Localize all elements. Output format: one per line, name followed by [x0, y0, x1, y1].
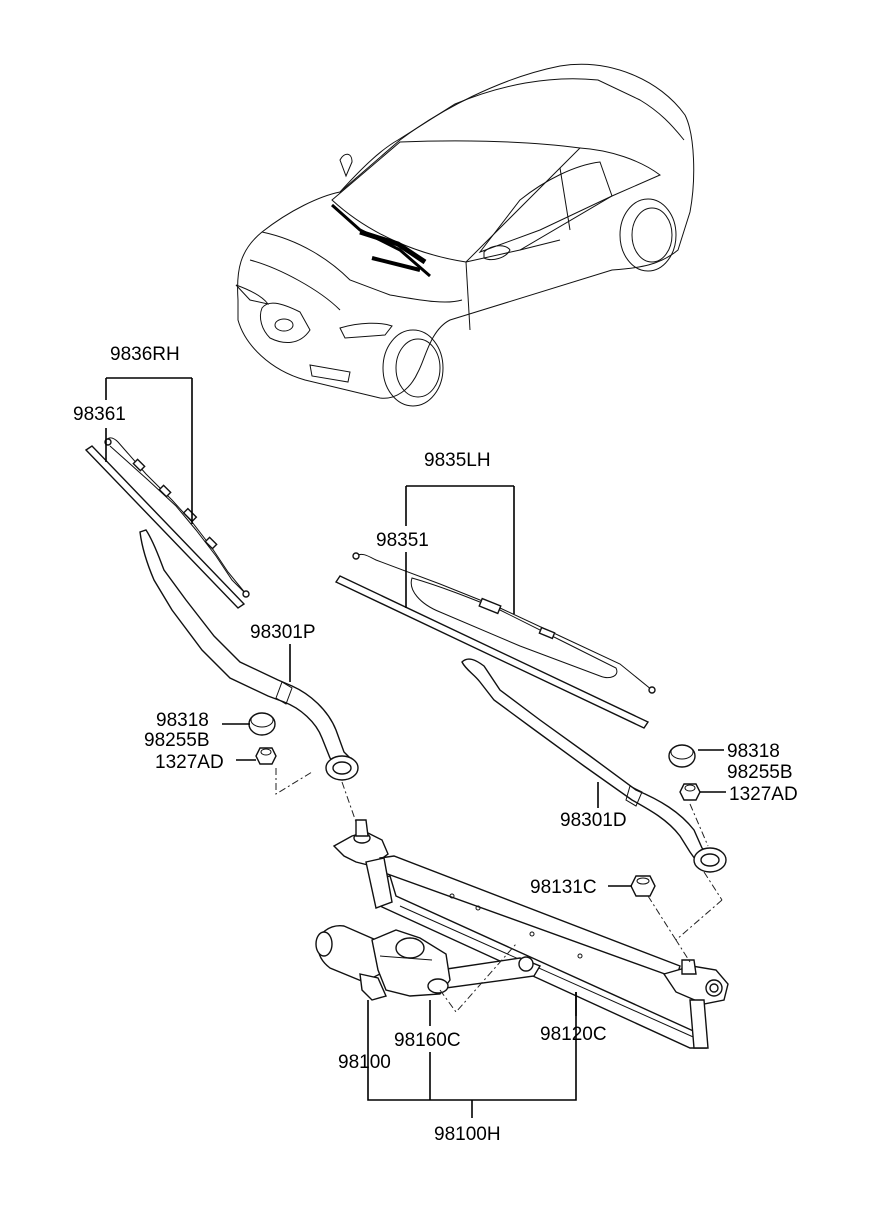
wiper-motor [315, 925, 451, 1001]
label-98255b-left: 98255B [144, 730, 210, 751]
label-98351: 98351 [376, 530, 429, 551]
label-98255b-right: 98255B [727, 762, 793, 783]
label-1327ad-right: 1327AD [729, 784, 798, 805]
label-98301d: 98301D [560, 810, 627, 831]
assembly-lines [275, 768, 723, 1013]
label-98318-left: 98318 [156, 710, 209, 731]
lh-wiper-arm [461, 658, 727, 873]
label-98120c: 98120C [540, 1024, 607, 1045]
label-98100h: 98100H [434, 1124, 501, 1145]
cap-right [668, 744, 696, 768]
car-illustration [235, 63, 695, 407]
part-labels: 9836RH 98361 9835LH 98351 98301P 98318 9… [73, 344, 798, 1145]
leader-lines [105, 377, 726, 1118]
cap-left [248, 712, 276, 736]
label-9836rh: 9836RH [110, 344, 180, 365]
nut-98131c [630, 875, 656, 897]
label-98160c: 98160C [394, 1030, 461, 1051]
nut-left [255, 747, 277, 765]
label-98361: 98361 [73, 404, 126, 425]
label-98301p: 98301P [250, 622, 316, 643]
label-98318-right: 98318 [727, 741, 780, 762]
rh-wiper-arm [139, 529, 359, 781]
lh-wiper-blade [334, 552, 656, 729]
label-98100: 98100 [338, 1052, 391, 1073]
label-1327ad-left: 1327AD [155, 752, 224, 773]
nut-right [679, 783, 701, 801]
label-98131c: 98131C [530, 877, 597, 898]
label-9835lh: 9835LH [424, 450, 491, 471]
